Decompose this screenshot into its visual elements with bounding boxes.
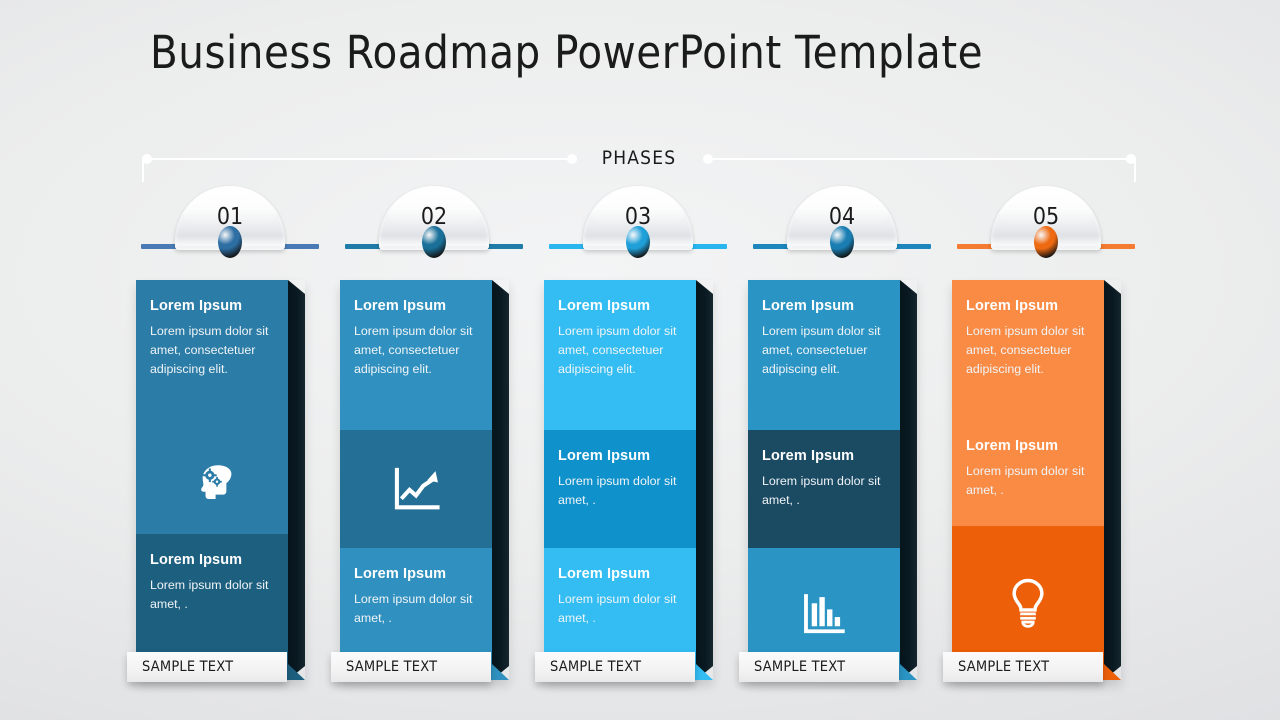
segment-heading: Lorem Ipsum xyxy=(150,298,243,314)
phase-marker-02[interactable]: 02 xyxy=(345,186,523,262)
head-gears-icon xyxy=(150,428,274,534)
phase-number: 04 xyxy=(828,204,856,230)
phase-sphere xyxy=(626,226,650,258)
phase-marker-04[interactable]: 04 xyxy=(753,186,931,262)
phase-sphere xyxy=(422,226,446,258)
phases-bracket: PHASES xyxy=(142,147,1136,182)
card-footer-label: SAMPLE TEXT xyxy=(754,659,846,675)
card-footer-label: SAMPLE TEXT xyxy=(346,659,438,675)
phase-marker-03[interactable]: 03 xyxy=(549,186,727,262)
bar-chart-icon xyxy=(762,548,886,680)
card-side-panel xyxy=(696,280,713,680)
segment-body-text: Lorem ipsum dolor sit amet, consectetuer… xyxy=(966,324,1085,377)
card-footer[interactable]: SAMPLE TEXT xyxy=(535,652,695,682)
segment-body-text: Lorem ipsum dolor sit amet, consectetuer… xyxy=(150,324,269,377)
line-chart-icon xyxy=(354,430,478,548)
phase-dome xyxy=(991,186,1101,250)
phase-marker-01[interactable]: 01 xyxy=(141,186,319,262)
segment-heading: Lorem Ipsum xyxy=(354,298,447,314)
segment-body-text: Lorem ipsum dolor sit amet, . xyxy=(354,592,473,626)
segment-body-text: Lorem ipsum dolor sit amet, . xyxy=(150,578,269,612)
segment-heading: Lorem Ipsum xyxy=(558,298,651,314)
card-side-panel xyxy=(900,280,917,680)
segment-heading: Lorem Ipsum xyxy=(354,566,447,582)
phase-sphere xyxy=(830,226,854,258)
segment-body-text: Lorem ipsum dolor sit amet, . xyxy=(558,592,677,626)
bracket-line-left xyxy=(147,158,572,160)
card-footer[interactable]: SAMPLE TEXT xyxy=(943,652,1103,682)
segment-body-text: Lorem ipsum dolor sit amet, . xyxy=(762,474,881,508)
segment-heading: Lorem Ipsum xyxy=(558,448,651,464)
card-footer-label: SAMPLE TEXT xyxy=(142,659,234,675)
card-side-panel xyxy=(1104,280,1121,680)
segment-body-text: Lorem ipsum dolor sit amet, consectetuer… xyxy=(558,324,677,377)
bracket-tick-right xyxy=(1134,158,1136,182)
card-footer-label: SAMPLE TEXT xyxy=(550,659,642,675)
segment-heading: Lorem Ipsum xyxy=(966,298,1059,314)
segment-heading: Lorem Ipsum xyxy=(762,448,855,464)
segment-heading: Lorem Ipsum xyxy=(966,438,1059,454)
phases-label: PHASES xyxy=(601,147,677,169)
card-footer[interactable]: SAMPLE TEXT xyxy=(127,652,287,682)
segment-body-text: Lorem ipsum dolor sit amet, consectetuer… xyxy=(762,324,881,377)
segment-heading: Lorem Ipsum xyxy=(762,298,855,314)
phase-number: 03 xyxy=(624,204,652,230)
phase-number: 02 xyxy=(420,204,448,230)
card-footer-label: SAMPLE TEXT xyxy=(958,659,1050,675)
card-side-panel xyxy=(492,280,509,680)
phase-number: 01 xyxy=(216,204,244,230)
lightbulb-icon xyxy=(966,526,1090,680)
phase-sphere xyxy=(218,226,242,258)
phase-sphere xyxy=(1034,226,1058,258)
card-segment xyxy=(340,430,492,548)
phase-marker-05[interactable]: 05 xyxy=(957,186,1135,262)
bracket-dot-right xyxy=(1126,154,1136,164)
card-footer[interactable]: SAMPLE TEXT xyxy=(331,652,491,682)
bracket-line-right xyxy=(708,158,1131,160)
segment-heading: Lorem Ipsum xyxy=(150,552,243,568)
segment-body-text: Lorem ipsum dolor sit amet, consectetuer… xyxy=(354,324,473,377)
bracket-tick-left xyxy=(142,158,144,182)
card-side-panel xyxy=(288,280,305,680)
segment-heading: Lorem Ipsum xyxy=(558,566,651,582)
page-title: Business Roadmap PowerPoint Template xyxy=(150,26,984,79)
bracket-dot-inner-left xyxy=(567,154,577,164)
card-segment xyxy=(136,428,288,534)
segment-body-text: Lorem ipsum dolor sit amet, . xyxy=(558,474,677,508)
segment-body-text: Lorem ipsum dolor sit amet, . xyxy=(966,464,1085,498)
phase-number: 05 xyxy=(1032,204,1060,230)
card-footer[interactable]: SAMPLE TEXT xyxy=(739,652,899,682)
